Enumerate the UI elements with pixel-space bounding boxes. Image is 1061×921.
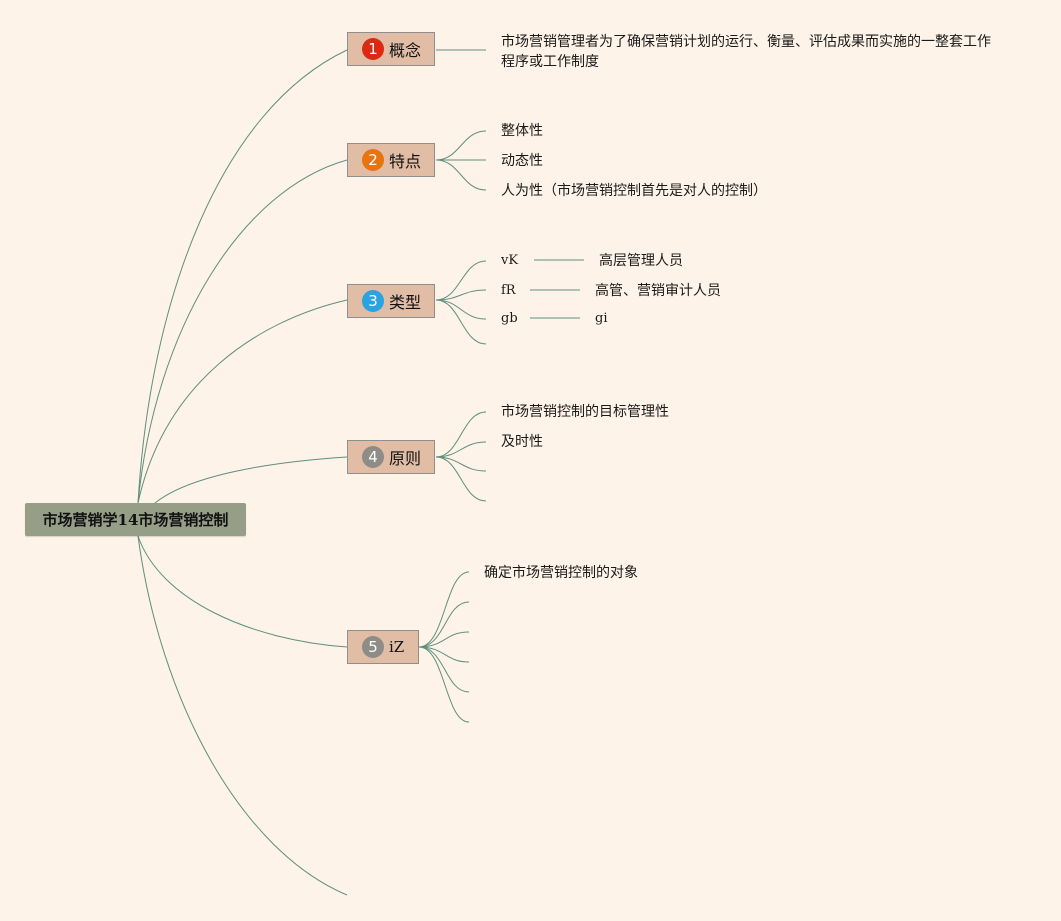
link-topic-4-leaf-4 [435, 456, 487, 502]
link-root-extra [137, 535, 348, 896]
leaf-type-1[interactable]: vK [501, 253, 519, 268]
topic-concept-label: 概念 [389, 41, 422, 60]
link-topic-5-leaf-2 [418, 601, 470, 648]
topic-iz-label: iZ [389, 638, 405, 656]
root-label: 市场营销学14市场营销控制 [42, 511, 229, 529]
number-5-badge-icon: 5 [362, 636, 384, 658]
link-topic-2-leaf-1 [435, 130, 487, 161]
link-topic-3-leaf-2 [435, 289, 487, 301]
link-root-topic-5 [137, 535, 348, 648]
number-3-badge-icon: 3 [362, 290, 384, 312]
leaf-type-2[interactable]: fR [501, 283, 516, 298]
leaf-type-3-detail[interactable]: gi [595, 311, 608, 326]
link-topic-4-leaf-1 [435, 411, 487, 458]
topic-features[interactable]: 2 特点 [347, 143, 435, 177]
topic-types[interactable]: 3 类型 [347, 284, 435, 318]
link-root-topic-1 [137, 49, 348, 504]
link-root-topic-2 [137, 159, 348, 504]
topic-iz[interactable]: 5 iZ [347, 630, 419, 664]
link-root-topic-4 [154, 456, 348, 504]
leaf-iz-1[interactable]: 确定市场营销控制的对象 [484, 565, 638, 581]
topic-principles-label: 原则 [389, 449, 422, 468]
link-root-topic-3 [137, 299, 348, 504]
topic-concept[interactable]: 1 概念 [347, 32, 435, 66]
leaf-concept-definition[interactable]: 市场营销管理者为了确保营销计划的运行、衡量、评估成果而实施的一整套工作程序或工作… [501, 34, 991, 70]
leaf-principle-2[interactable]: 及时性 [501, 434, 543, 450]
number-2-badge-icon: 2 [362, 149, 384, 171]
link-topic-5-leaf-1 [418, 571, 470, 648]
topic-features-label: 特点 [389, 152, 422, 171]
leaf-type-3[interactable]: gb [501, 311, 518, 326]
link-topic-5-leaf-5 [418, 646, 470, 693]
leaf-principle-1[interactable]: 市场营销控制的目标管理性 [501, 404, 669, 420]
leaf-feature-2[interactable]: 动态性 [501, 153, 543, 169]
link-topic-3-leaf-4 [435, 299, 487, 345]
leaf-type-1-detail[interactable]: 高层管理人员 [599, 253, 683, 269]
topic-principles[interactable]: 4 原则 [347, 440, 435, 474]
link-topic-5-leaf-3 [418, 631, 470, 648]
link-topic-5-leaf-6 [418, 646, 470, 723]
leaf-feature-1[interactable]: 整体性 [501, 123, 543, 139]
leaf-type-2-detail[interactable]: 高管、营销审计人员 [595, 283, 721, 299]
link-topic-2-leaf-3 [435, 159, 487, 191]
topic-types-label: 类型 [389, 293, 422, 312]
number-1-badge-icon: 1 [362, 38, 384, 60]
leaf-feature-3[interactable]: 人为性（市场营销控制首先是对人的控制） [501, 183, 767, 199]
link-topic-5-leaf-4 [418, 646, 470, 663]
link-topic-4-leaf-2 [435, 441, 487, 458]
link-topic-3-leaf-1 [435, 260, 487, 301]
root-topic[interactable]: 市场营销学14市场营销控制 [25, 503, 246, 536]
number-4-badge-icon: 4 [362, 446, 384, 468]
link-topic-3-leaf-3 [435, 299, 487, 320]
